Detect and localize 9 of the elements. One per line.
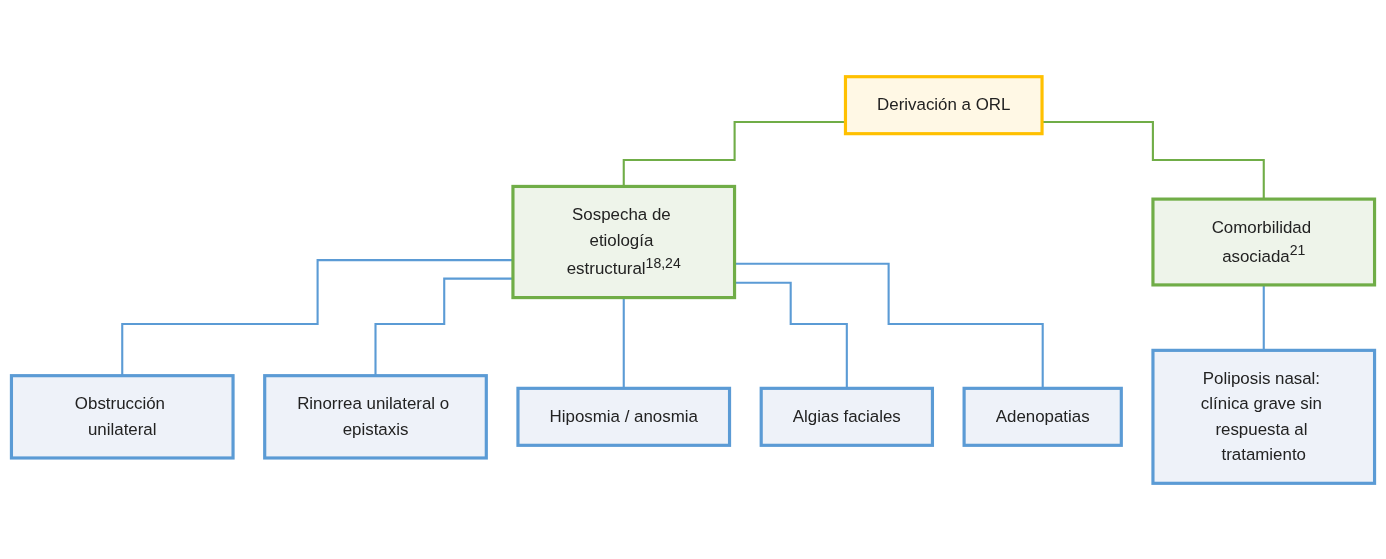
node-box: Poliposis nasal: clínica grave sin respuesta al tratamiento: [1151, 348, 1377, 485]
node-box: Hiposmia / anosmia: [516, 386, 732, 447]
node-box: Algias faciales: [759, 386, 935, 447]
node-box: Derivación a ORL: [843, 74, 1044, 135]
node-box: Sospecha de etiología estructural$^{18,24}$: [511, 184, 737, 299]
node-box: Obstrucción unilateral: [9, 373, 235, 460]
node-box: Comorbilidad asociada$^{21}$: [1151, 197, 1377, 286]
node-box: Rinorrea unilateral o epistaxis: [263, 373, 488, 460]
node-box: Adenopatias: [962, 386, 1123, 447]
